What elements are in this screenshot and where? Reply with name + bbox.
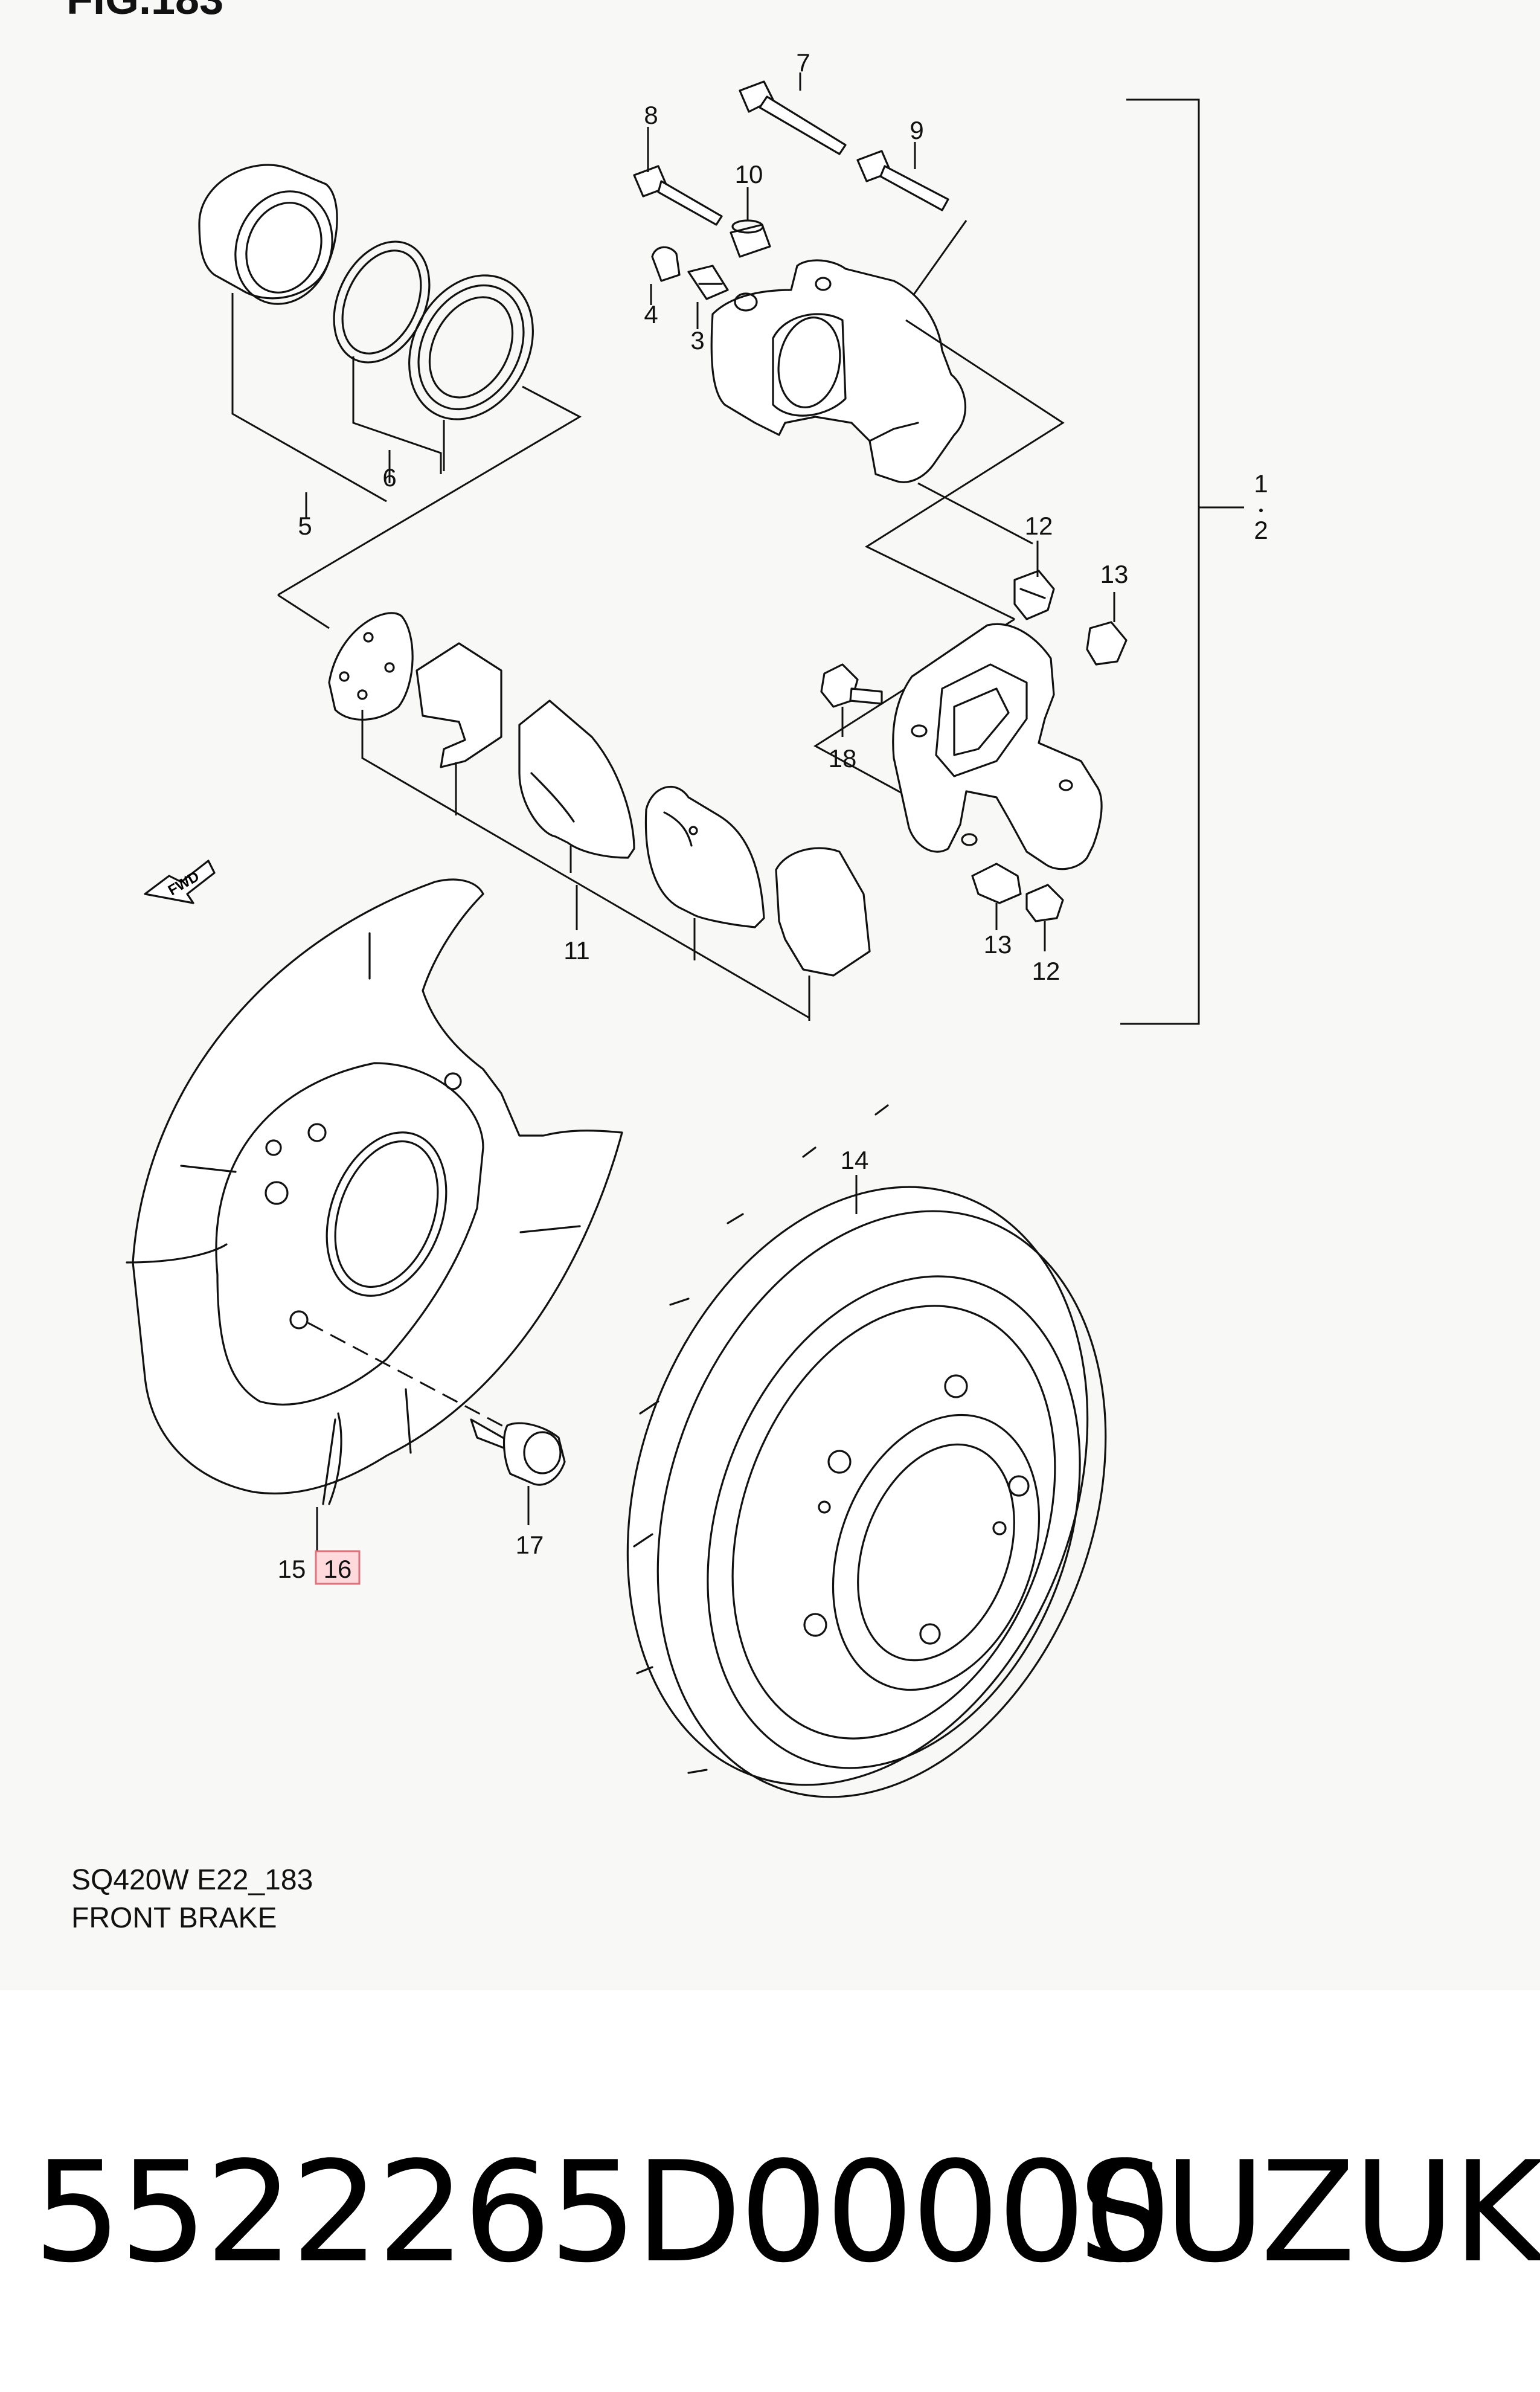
callout-15: 15: [278, 1555, 306, 1583]
model-code-caption: SQ420W E22_183: [71, 1864, 313, 1896]
guide-pin-bolt-8: [633, 165, 723, 226]
caliper-piston: [198, 164, 338, 305]
anti-squeal-shim: [328, 612, 414, 721]
brake-pad-outer: [644, 786, 765, 928]
figure-title: FIG.183: [66, 0, 223, 24]
guide-pin-bolt-9: [856, 150, 949, 211]
bleeder-cap-4: [651, 246, 681, 282]
pad-clip-13-top: [1086, 621, 1128, 666]
brand-name: SUZUKI: [1078, 2132, 1540, 2294]
callout-10: 10: [735, 160, 763, 188]
guide-pin-bolt-7: [739, 80, 847, 155]
section-name-caption: FRONT BRAKE: [71, 1902, 277, 1934]
callout-18: 18: [829, 744, 857, 773]
callout-11: 11: [563, 936, 590, 965]
pad-shim-inner: [415, 642, 502, 768]
callout-17: 17: [516, 1531, 544, 1559]
callout-1: 1: [1254, 469, 1268, 498]
brake-dust-shield: [126, 878, 623, 1505]
shield-bolt-17: [470, 1418, 566, 1486]
bleeder-cap-10: [730, 219, 771, 258]
pad-shim-outer: [775, 847, 871, 977]
piston-seal: [333, 240, 431, 364]
pad-clip-12-bottom: [1025, 884, 1064, 922]
callout-5: 5: [298, 512, 312, 540]
callout-13-bottom: 13: [984, 930, 1012, 959]
callout-4: 4: [644, 300, 658, 329]
bleeder-plug-3: [687, 265, 729, 300]
callout-12-top: 12: [1025, 512, 1053, 540]
callout-3: 3: [690, 326, 704, 355]
piston-boot: [408, 274, 534, 420]
parts-diagram: FIG.183: [66, 0, 1268, 1934]
pad-clip-12-top: [1013, 570, 1055, 620]
callout-9: 9: [910, 116, 923, 144]
callout-16: 16: [324, 1555, 352, 1583]
part-number: 5522265D00000: [33, 2132, 1172, 2294]
callout-14: 14: [841, 1146, 869, 1174]
forward-direction-badge: FWD: [144, 860, 216, 904]
callout-8: 8: [644, 101, 658, 129]
callout-6: 6: [382, 463, 396, 492]
pad-clip-13-bottom: [971, 863, 1022, 904]
callout-7: 7: [796, 48, 810, 77]
callout-2: 2: [1254, 516, 1268, 544]
callout-13-top: 13: [1100, 560, 1129, 588]
brake-pad-inner: [518, 699, 635, 859]
callout-12-bottom: 12: [1032, 957, 1060, 985]
carrier-bolt-18: [820, 663, 883, 708]
exploded-view-drawing: FWD: [126, 48, 1268, 1798]
callout-16-highlight: [315, 1550, 361, 1585]
caliper-body: [710, 259, 967, 483]
brake-disc-rotor: [626, 1104, 1107, 1798]
caliper-carrier: [892, 623, 1103, 870]
